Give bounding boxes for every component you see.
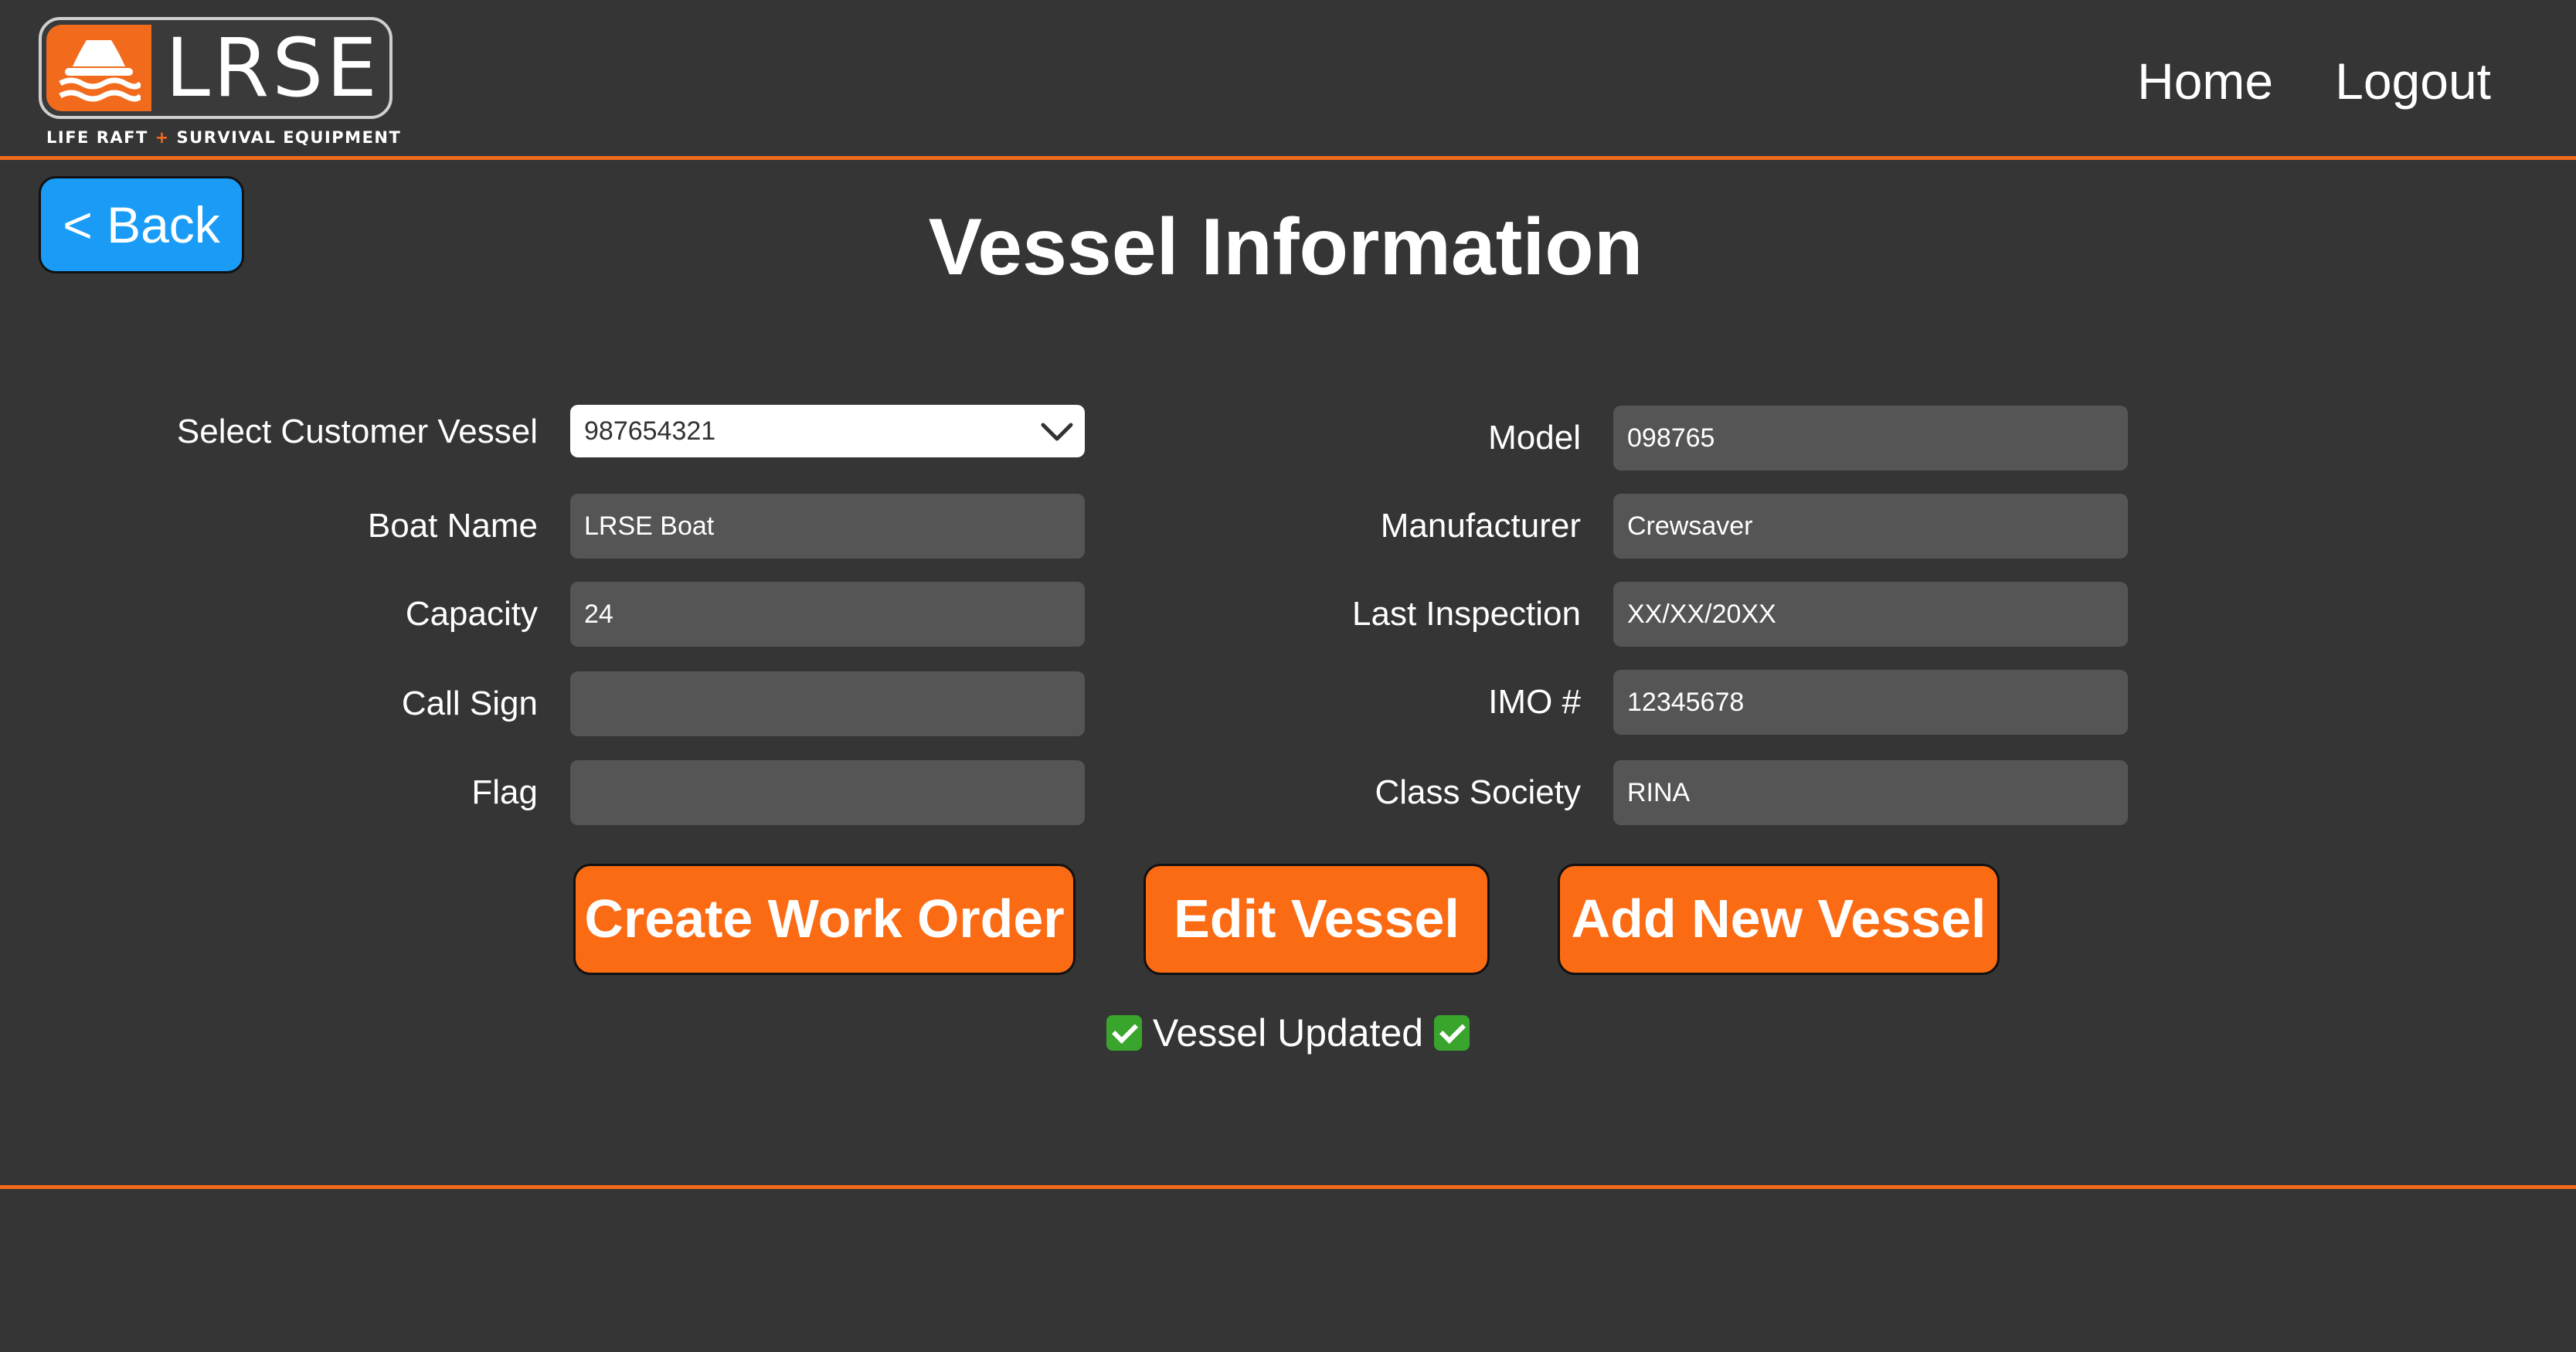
imo-field[interactable] [1613, 670, 2128, 735]
manufacturer-label: Manufacturer [1380, 507, 1581, 545]
top-nav: Home Logout [2137, 46, 2491, 116]
capacity-field[interactable] [570, 582, 1085, 647]
logo-tagline-plus: + [155, 128, 170, 147]
status-message: Vessel Updated [0, 1006, 2576, 1060]
page-title: Vessel Information [0, 197, 2576, 297]
logo-tagline-right: SURVIVAL EQUIPMENT [176, 128, 402, 147]
status-message-text: Vessel Updated [1152, 1011, 1424, 1055]
add-new-vessel-button[interactable]: Add New Vessel [1558, 864, 2000, 975]
customer-vessel-select[interactable]: 987654321 [570, 405, 1085, 457]
imo-label: IMO # [1488, 683, 1581, 721]
back-button[interactable]: < Back [39, 176, 244, 273]
lrse-logo: LRSE LIFE RAFT + SURVIVAL EQUIPMENT [39, 17, 400, 152]
boat-name-field[interactable] [570, 494, 1085, 559]
call-sign-field[interactable] [570, 671, 1085, 736]
logo-tagline: LIFE RAFT + SURVIVAL EQUIPMENT [46, 128, 401, 147]
customer-vessel-select-value: 987654321 [584, 416, 716, 446]
last-inspection-label: Last Inspection [1352, 595, 1581, 633]
nav-logout-link[interactable]: Logout [2335, 53, 2491, 110]
model-field[interactable] [1613, 406, 2128, 470]
create-work-order-button[interactable]: Create Work Order [573, 864, 1076, 975]
life-raft-logo-icon [46, 25, 151, 111]
class-society-label: Class Society [1375, 773, 1581, 811]
capacity-label: Capacity [405, 595, 538, 633]
logo-text: LRSE [165, 21, 380, 115]
chevron-down-icon [1041, 423, 1073, 441]
select-customer-vessel-label: Select Customer Vessel [176, 413, 538, 450]
boat-name-label: Boat Name [367, 507, 538, 545]
logo-box: LRSE [39, 17, 393, 119]
nav-home-link[interactable]: Home [2137, 53, 2274, 110]
edit-vessel-button[interactable]: Edit Vessel [1144, 864, 1490, 975]
check-mark-button-icon [1106, 1015, 1142, 1051]
logo-tagline-left: LIFE RAFT [46, 128, 148, 147]
flag-field[interactable] [570, 760, 1085, 825]
footer-divider [0, 1185, 2576, 1189]
call-sign-label: Call Sign [401, 684, 538, 722]
manufacturer-field[interactable] [1613, 494, 2128, 559]
class-society-field[interactable] [1613, 760, 2128, 825]
flag-label: Flag [471, 773, 538, 811]
check-mark-button-icon [1434, 1015, 1470, 1051]
header-divider [0, 156, 2576, 160]
model-label: Model [1488, 419, 1581, 457]
last-inspection-field[interactable] [1613, 582, 2128, 647]
page-title-text: Vessel Information [928, 202, 1643, 292]
